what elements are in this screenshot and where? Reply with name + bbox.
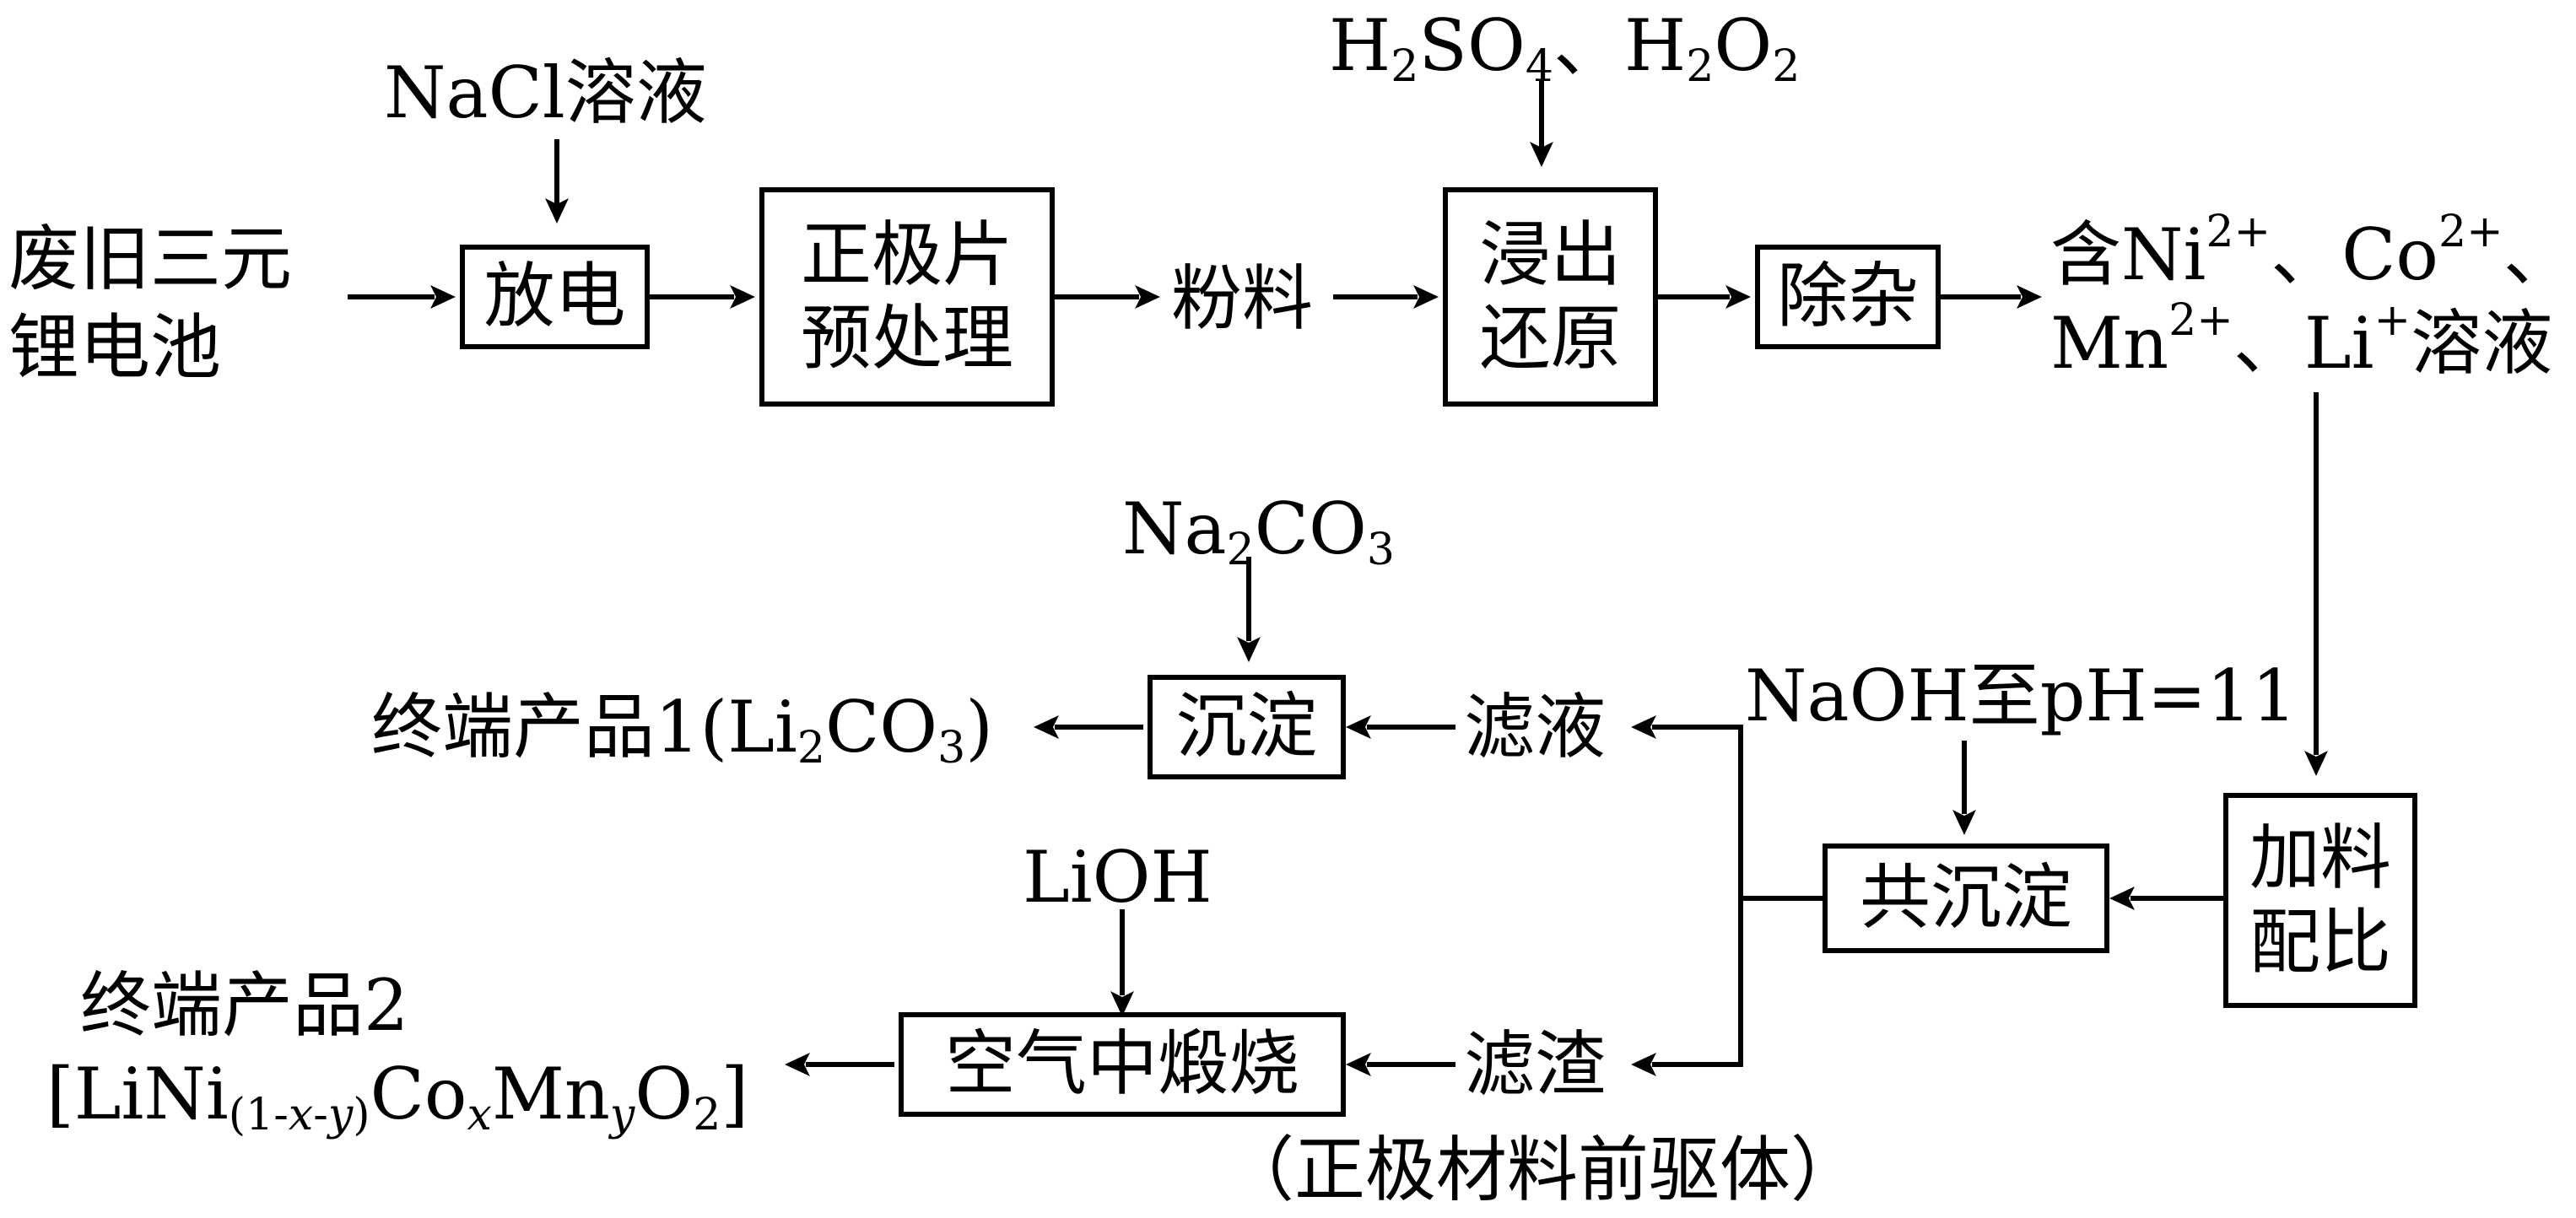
battery-line-2: 锂电池 bbox=[8, 306, 222, 389]
intermediate-residue: 滤渣 bbox=[1464, 1023, 1607, 1106]
arrow-split-to-residue bbox=[1652, 898, 1743, 1067]
input-waste-battery: 废旧三元 锂电池 bbox=[8, 215, 292, 392]
intermediate-ion-solution: 含Ni2+、Co2+、 Mn2+、Li+溶液 bbox=[2050, 206, 2574, 385]
reagent-na2co3: Na2CO3 bbox=[1122, 488, 1396, 576]
box-discharge: 放电 bbox=[460, 245, 650, 349]
box-calcination: 空气中煅烧 bbox=[899, 1012, 1346, 1117]
box-leach-reduce: 浸出还原 bbox=[1443, 187, 1658, 407]
box-ratio: 加料配比 bbox=[2223, 793, 2417, 1008]
reagent-lioh: LiOH bbox=[1023, 836, 1212, 919]
reagent-naoh: NaOH至pH=11 bbox=[1745, 655, 2297, 737]
intermediate-filtrate: 滤液 bbox=[1464, 686, 1607, 768]
reagent-h2so4-h2o2: H2SO4、H2O2 bbox=[1329, 4, 1801, 93]
box-coprecipitation: 共沉淀 bbox=[1823, 843, 2109, 953]
product-1-li2co3: 终端产品1(Li2CO3) bbox=[371, 686, 994, 774]
box-precipitation: 沉淀 bbox=[1148, 675, 1346, 779]
arrow-split-to-filtrate bbox=[1652, 725, 1743, 898]
intermediate-powder: 粉料 bbox=[1171, 257, 1314, 340]
product-2-formula: [LiNi(1-x-y)CoxMnyO2] bbox=[46, 1053, 749, 1141]
arrowheads bbox=[430, 142, 2328, 1076]
product-2-cathode-material: 终端产品2 bbox=[80, 964, 409, 1047]
box-purify: 除杂 bbox=[1755, 245, 1941, 349]
reagent-nacl: NaCl溶液 bbox=[384, 51, 707, 134]
box-pretreat: 正极片预处理 bbox=[759, 187, 1055, 407]
residue-note: （正极材料前驱体） bbox=[1223, 1129, 1862, 1211]
battery-line-1: 废旧三元 bbox=[8, 218, 293, 300]
